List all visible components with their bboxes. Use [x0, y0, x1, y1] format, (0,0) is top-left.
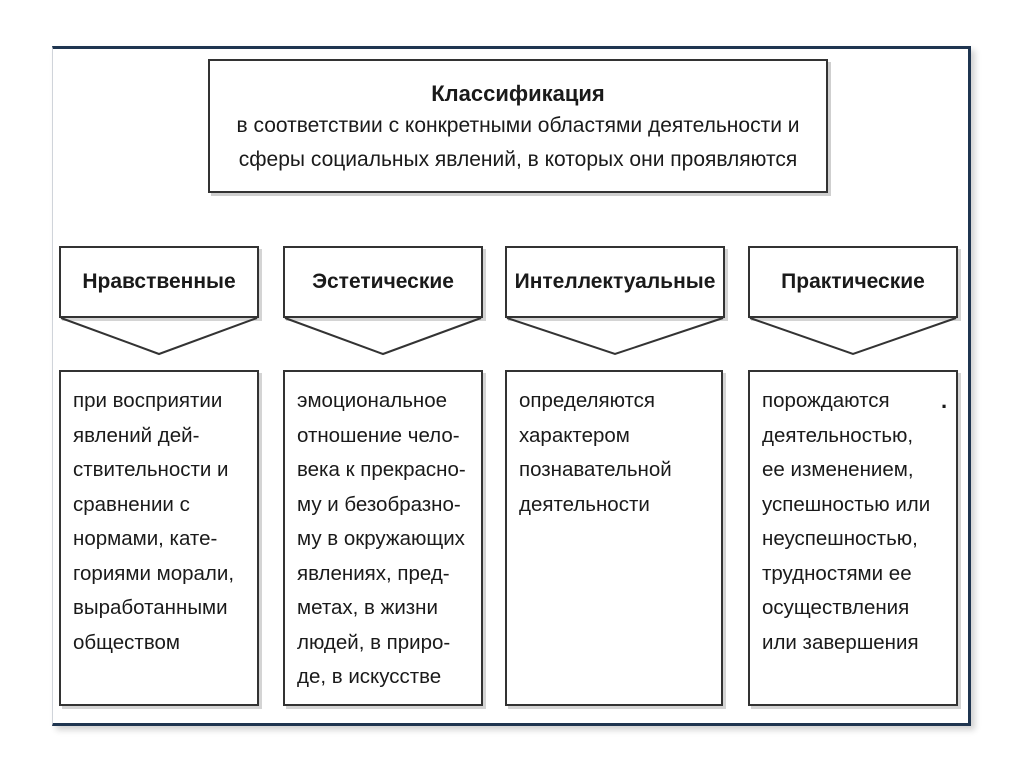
description-line: характером: [519, 423, 630, 447]
down-arrow-icon: [506, 317, 724, 356]
down-arrow-icon: [60, 317, 258, 356]
classification-header-box: Классификация в соответствии с конкретны…: [208, 59, 828, 193]
description-line: сравнении с: [73, 492, 190, 516]
description-line: нормами, кате-: [73, 527, 218, 550]
description-line: му в окружающих: [297, 527, 465, 550]
description-line: ствительности и: [73, 458, 229, 481]
description-line: осуществления: [762, 596, 910, 619]
description-box-practical: порождаются деятельностью, ее изменением…: [748, 370, 958, 706]
description-line: неуспешностью,: [762, 527, 918, 550]
category-box-practical: Практические: [748, 246, 958, 318]
header-subtitle-line: в соответствии с конкретными областями д…: [236, 114, 800, 137]
down-arrow-icon: [749, 317, 957, 356]
description-line: отношение чело-: [297, 423, 460, 447]
description-line: порождаются: [762, 389, 890, 412]
description-line: явлений дей-: [73, 423, 200, 447]
category-box-intellectual: Интеллектуальные: [505, 246, 725, 318]
description-box-moral: при восприятии явлений дей- ствительност…: [59, 370, 259, 706]
category-box-aesthetic: Эстетические: [283, 246, 483, 318]
category-label: Практические: [781, 270, 925, 293]
description-box-intellectual: определяются характером познавательной д…: [505, 370, 723, 706]
description-line: эмоциональное: [297, 389, 448, 412]
description-line: познавательной: [519, 458, 672, 481]
category-box-moral: Нравственные: [59, 246, 259, 318]
category-label: Эстетические: [312, 270, 454, 293]
description-line: при восприятии: [73, 389, 223, 412]
category-label: Нравственные: [82, 270, 236, 293]
description-line: деятельности: [519, 492, 650, 516]
description-line: людей, в приро-: [297, 630, 451, 654]
category-label: Интеллектуальные: [514, 270, 716, 293]
description-line: гориями морали,: [73, 561, 235, 585]
description-box-aesthetic: эмоциональное отношение чело- века к пре…: [283, 370, 483, 706]
description-line: или завершения: [762, 630, 919, 654]
down-arrow-icon: [284, 317, 482, 356]
description-line: успешностью или: [762, 492, 931, 516]
description-line: обществом: [73, 630, 180, 654]
description-line: метах, в жизни: [297, 596, 438, 619]
header-title: Классификация: [431, 81, 605, 106]
description-line: ее изменением,: [762, 458, 914, 481]
description-line: де, в искусстве: [297, 665, 442, 688]
description-line: явлениях, пред-: [297, 561, 450, 585]
description-line: трудностями ее: [762, 561, 912, 585]
slide-frame: [52, 46, 971, 726]
description-line: выработанными: [73, 596, 228, 619]
header-subtitle-line: сферы социальных явлений, в которых они …: [238, 148, 798, 171]
description-line: определяются: [519, 389, 656, 412]
description-line: му и безобразно-: [297, 492, 461, 516]
description-line: деятельностью,: [762, 423, 914, 447]
stray-dot-mark: .: [941, 388, 948, 413]
description-line: века к прекрасно-: [297, 458, 466, 481]
